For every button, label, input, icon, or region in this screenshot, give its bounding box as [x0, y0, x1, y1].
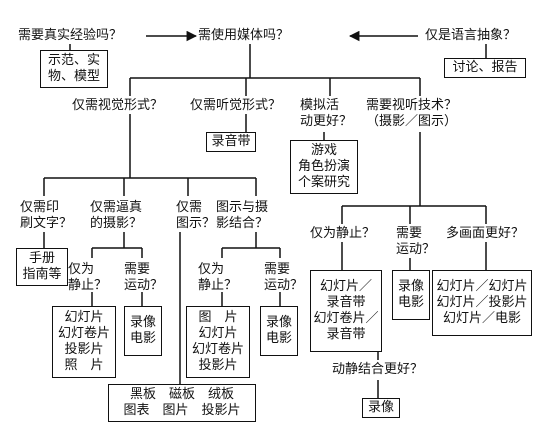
box-video-film-c: 录像 电影	[392, 270, 430, 320]
box-slides-tape: 幻灯片／ 录音带 幻灯卷片／ 录音带	[310, 270, 382, 352]
question-print-text: 仅需印 刷文字？	[20, 200, 73, 231]
question-need-motion-a: 需要 运动？	[124, 262, 164, 293]
question-diagram-photo-combo: 图示与摄 影结合？	[216, 200, 269, 231]
box-pictures-group: 图 片 幻灯片 幻灯卷片 投影片	[186, 306, 250, 378]
question-only-visual: 仅需视觉形式？	[72, 98, 164, 113]
question-av-technology: 需要视听技术？ （摄影／图示）	[366, 98, 458, 129]
box-demo-objects: 示范、实 物、模型	[40, 50, 108, 88]
box-tape: 录音带	[206, 132, 256, 152]
box-discussion-report: 讨论、报告	[444, 58, 526, 78]
question-realistic-photo: 仅需逼真 的摄影？	[90, 200, 143, 231]
box-video-film-b: 录像 电影	[260, 306, 298, 356]
question-only-audio: 仅需听觉形式？	[190, 98, 282, 113]
question-multi-screen: 多画面更好？	[446, 226, 525, 241]
question-motion-still-combo: 动静结合更好？	[332, 362, 424, 377]
box-video: 录像	[362, 398, 400, 418]
question-only-still-b: 仅为 静止？	[198, 262, 238, 293]
box-manuals: 手册 指南等	[16, 248, 68, 286]
question-need-motion-c: 需要 运动？	[396, 226, 436, 257]
box-video-film-a: 录像 电影	[124, 306, 162, 356]
question-only-diagram: 仅需 图示？	[176, 200, 216, 231]
question-real-experience: 需要真实经验吗？	[18, 28, 123, 43]
question-only-still-a: 仅为 静止？	[68, 262, 108, 293]
question-simulation-better: 模拟活 动更好？	[300, 98, 353, 129]
question-abstract-language: 仅是语言抽象？	[425, 28, 517, 43]
box-multi-slides: 幻灯片／幻灯片 幻灯片／投影片 幻灯片／电影	[432, 270, 532, 336]
box-slides-group-a: 幻灯片 幻灯卷片 投影片 照 片	[52, 306, 116, 378]
box-games-roleplay: 游戏 角色扮演 个案研究	[290, 140, 358, 194]
box-boards: 黑板 磁板 绒板 图表 图片 投影片	[108, 384, 256, 422]
question-need-media: 需使用媒体吗？	[198, 28, 290, 43]
question-only-still-c: 仅为静止？	[310, 226, 376, 241]
question-need-motion-b: 需要 运动？	[264, 262, 304, 293]
